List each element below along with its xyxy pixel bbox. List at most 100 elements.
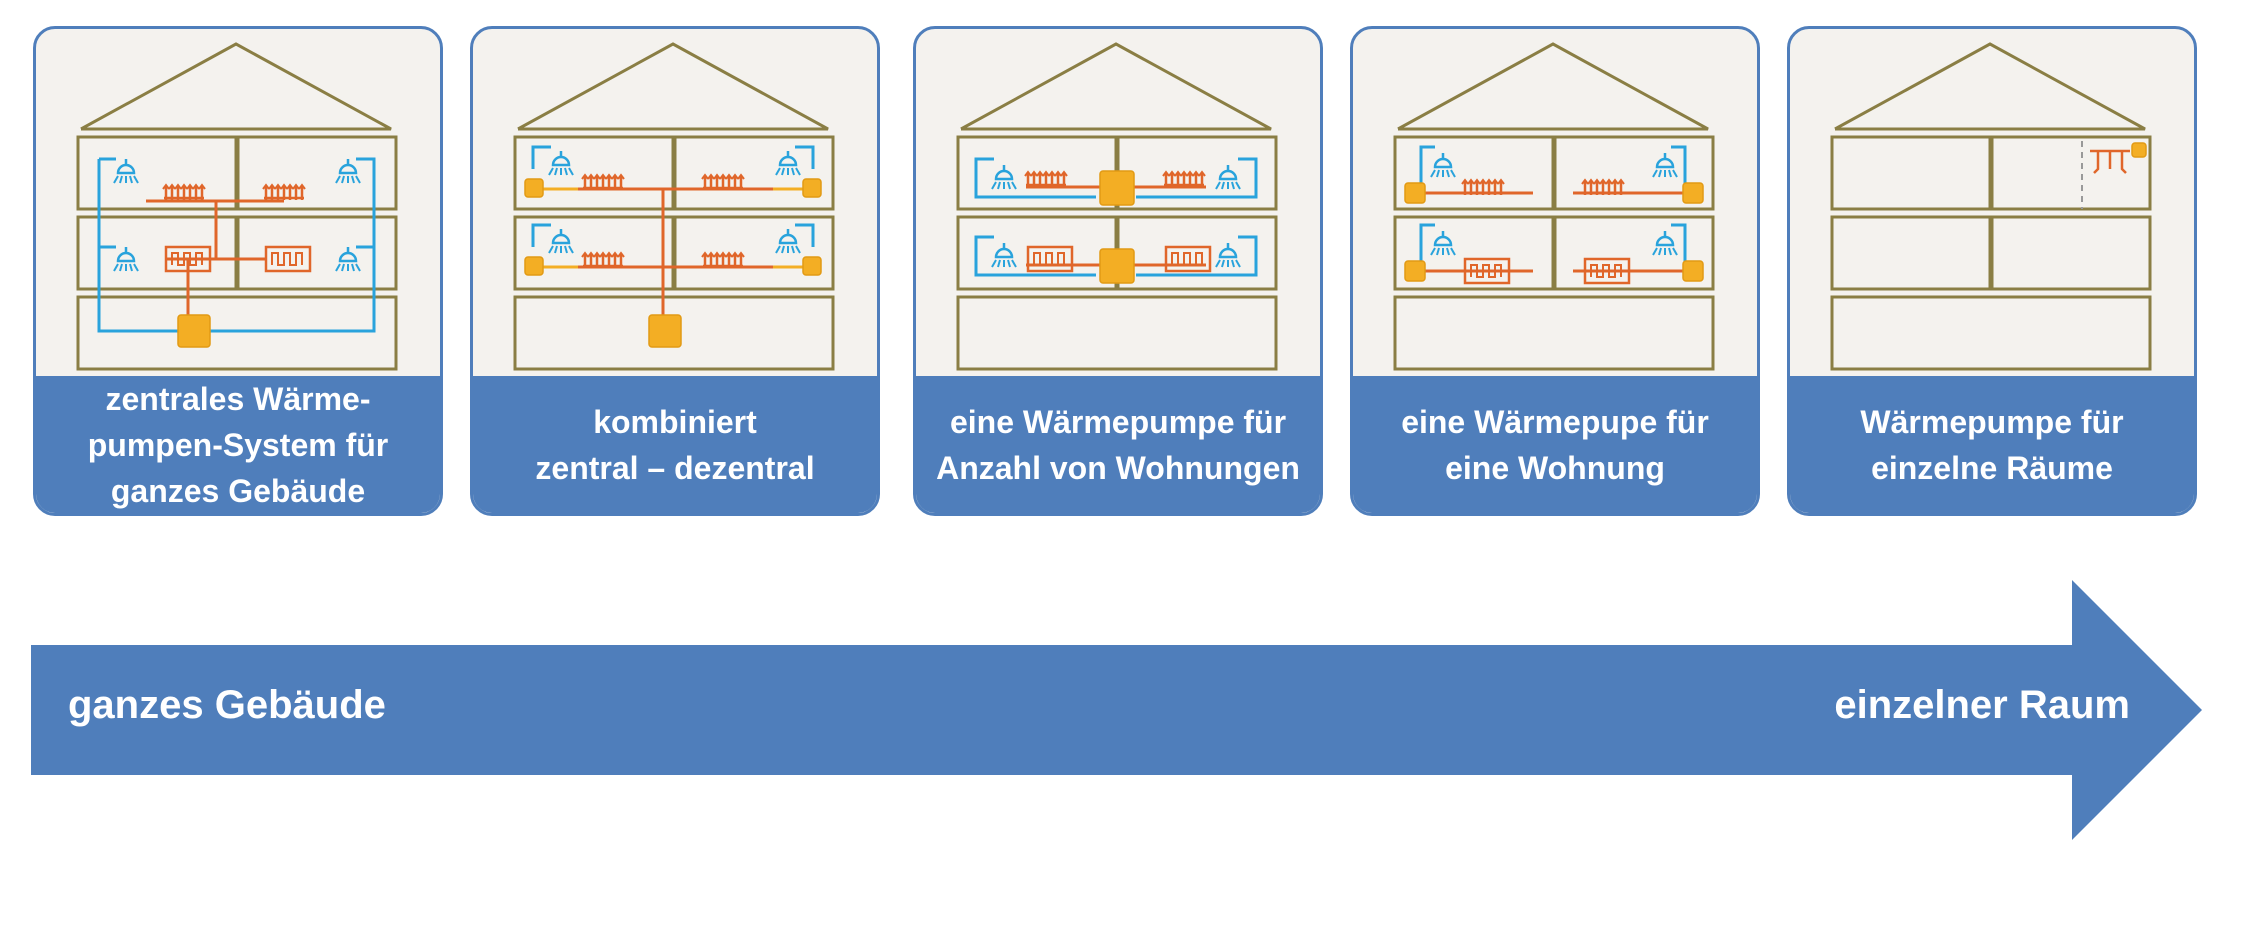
shower-icon <box>335 159 361 184</box>
water-line <box>1136 179 1258 199</box>
heat-pump-unit-icon <box>177 314 211 348</box>
floor-heating-icon <box>1164 245 1212 273</box>
shower-icon <box>548 151 574 176</box>
floor-heating-icon <box>1026 245 1074 273</box>
room <box>673 215 835 291</box>
room <box>236 215 398 291</box>
room <box>1830 135 1992 211</box>
heat-pump-unit-icon <box>648 314 682 348</box>
heat-pump-unit-icon <box>802 256 822 276</box>
panel-per-apartment-caption: eine Wärmepupe für eine Wohnung <box>1353 376 1757 513</box>
house-per-apartment-illustration <box>1393 42 1715 371</box>
shower-icon <box>335 247 361 272</box>
radiator-icon <box>1162 170 1206 187</box>
air-outlet-icon <box>2090 149 2130 174</box>
arrow-right-label: einzelner Raum <box>1834 683 2130 727</box>
room <box>1990 135 2152 211</box>
room <box>1393 295 1715 371</box>
house-per-room-illustration <box>1830 42 2152 371</box>
house-per-apartments-illustration <box>956 42 1278 371</box>
room <box>236 135 398 211</box>
caption-line: Anzahl von Wohnungen <box>936 449 1300 486</box>
shower-icon <box>1430 231 1456 256</box>
heat-pump-unit-icon <box>1404 182 1426 204</box>
heat-pump-unit-icon <box>1404 260 1426 282</box>
house-central-illustration <box>76 42 398 371</box>
caption-line: zentrales Wärme- <box>105 380 371 417</box>
water-line <box>1671 223 1687 263</box>
radiator-icon <box>581 251 625 268</box>
arrow-left-label: ganzes Gebäude <box>68 683 386 727</box>
panel-per-apartment: eine Wärmepupe für eine Wohnung <box>1350 26 1760 516</box>
water-line <box>97 159 178 333</box>
radiator-icon <box>162 183 206 200</box>
water-line <box>1419 223 1435 263</box>
water-line <box>795 223 815 247</box>
caption-line: zentral – dezentral <box>535 449 815 486</box>
radiator-icon <box>262 183 306 200</box>
caption-line: eine Wärmepupe für <box>1401 403 1709 440</box>
shower-icon <box>1430 153 1456 178</box>
water-line <box>208 157 376 333</box>
panel-per-room: Wärmepumpe für einzelne Räume <box>1787 26 2197 516</box>
room <box>1393 215 1555 291</box>
shower-icon <box>113 247 139 272</box>
radiator-icon <box>701 173 745 190</box>
room <box>513 215 675 291</box>
room <box>956 295 1278 371</box>
house-combined-illustration <box>513 42 835 371</box>
heat-pump-unit-icon <box>1682 260 1704 282</box>
room <box>1553 135 1715 211</box>
panel-per-apartments: eine Wärmepumpe für Anzahl von Wohnungen <box>913 26 1323 516</box>
heat-pump-unit-icon <box>1099 170 1135 206</box>
shower-icon <box>991 165 1017 190</box>
room <box>76 295 398 371</box>
floor-heating-icon <box>1583 257 1631 285</box>
caption-line: ganzes Gebäude <box>110 472 366 509</box>
radiator-icon <box>1581 178 1625 195</box>
heat-pump-unit-icon <box>524 256 544 276</box>
panel-central-caption: zentrales Wärme- pumpen-System für ganze… <box>36 376 440 513</box>
caption-line: pumpen-System für <box>87 426 389 463</box>
water-line <box>1419 145 1435 185</box>
room <box>1553 215 1715 291</box>
room <box>1393 135 1555 211</box>
room <box>1830 295 2152 371</box>
water-line <box>531 223 551 247</box>
shower-icon <box>775 151 801 176</box>
room <box>673 135 835 211</box>
caption-line: kombiniert <box>593 403 757 440</box>
arrow-shape <box>31 580 2202 840</box>
caption-line: Wärmepumpe für <box>1860 403 2124 440</box>
room <box>513 135 675 211</box>
room <box>1830 215 1992 291</box>
shower-icon <box>775 229 801 254</box>
water-line <box>1238 157 1258 179</box>
panel-per-room-caption: Wärmepumpe für einzelne Räume <box>1790 376 2194 513</box>
floor-heating-icon <box>264 245 312 273</box>
shower-icon <box>1652 153 1678 178</box>
caption-line: einzelne Räume <box>1871 449 2113 486</box>
roof <box>517 42 829 131</box>
water-line <box>974 157 994 179</box>
water-line <box>531 145 551 169</box>
room <box>1990 215 2152 291</box>
panel-combined: kombiniert zentral – dezentral <box>470 26 880 516</box>
radiator-icon <box>1461 178 1505 195</box>
roof <box>80 42 392 131</box>
water-line <box>1671 145 1687 185</box>
room <box>76 135 238 211</box>
floor-heating-icon <box>164 245 212 273</box>
heat-pump-unit-icon <box>1099 248 1135 284</box>
shower-icon <box>113 159 139 184</box>
water-line <box>974 257 1096 277</box>
shower-icon <box>1215 165 1241 190</box>
heat-pump-unit-icon <box>1682 182 1704 204</box>
roof <box>1397 42 1709 131</box>
caption-line: eine Wohnung <box>1445 449 1665 486</box>
shower-icon <box>991 243 1017 268</box>
panel-per-apartments-caption: eine Wärmepumpe für Anzahl von Wohnungen <box>916 376 1320 513</box>
radiator-icon <box>581 173 625 190</box>
panel-central: zentrales Wärme- pumpen-System für ganze… <box>33 26 443 516</box>
